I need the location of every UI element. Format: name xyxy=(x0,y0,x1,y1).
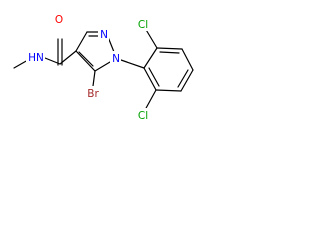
chlorine-lower-label-bg xyxy=(135,108,152,122)
bond-carbonyl-c4 xyxy=(59,50,77,65)
amide-nitrogen-label: HN xyxy=(28,52,44,64)
molecule-diagram: O HN N N Br Cl Cl xyxy=(13,12,194,122)
bond-ph-4-5 xyxy=(180,69,194,92)
bond-c4-c3 xyxy=(75,31,88,52)
bond-methyl-nh xyxy=(13,59,29,69)
chlorine-lower-label: Cl xyxy=(138,110,148,122)
bond-c5-c4 xyxy=(75,50,96,72)
chlorine-upper-label-bg xyxy=(135,17,152,31)
bond-ph-4-5-inner xyxy=(177,69,189,88)
bond-c5-c4-inner xyxy=(78,51,94,67)
ring-n1-label: N xyxy=(112,53,120,65)
oxygen-label-bg xyxy=(53,12,65,26)
ring-n2-label-bg xyxy=(98,27,109,41)
bond-ph-cl-upper xyxy=(144,27,158,49)
ring-n2-label: N xyxy=(100,29,108,41)
bond-ph-6-1 xyxy=(143,67,157,91)
bond-layer xyxy=(13,27,194,111)
bromine-label-bg xyxy=(83,86,102,100)
oxygen-label: O xyxy=(55,14,63,26)
bond-ph-2-3 xyxy=(156,47,183,50)
bond-ph-cl-lower xyxy=(144,89,157,111)
bond-n1-ipso xyxy=(120,59,145,69)
bromine-label: Br xyxy=(87,88,99,100)
chlorine-upper-label: Cl xyxy=(138,19,148,31)
amide-nitrogen-label-bg xyxy=(26,50,45,64)
bond-ph-2-3-inner xyxy=(159,51,180,54)
bond-ph-5-6 xyxy=(155,89,182,92)
bond-ph-1-2 xyxy=(143,47,158,69)
bond-ph-6-1-inner xyxy=(148,67,160,87)
bond-c5-br xyxy=(92,70,96,87)
bond-ph-3-4 xyxy=(181,48,194,71)
bond-n1-c5 xyxy=(94,61,111,72)
ring-n1-label-bg xyxy=(110,51,121,65)
atom-label-layer: O HN N N Br Cl Cl xyxy=(26,12,152,122)
